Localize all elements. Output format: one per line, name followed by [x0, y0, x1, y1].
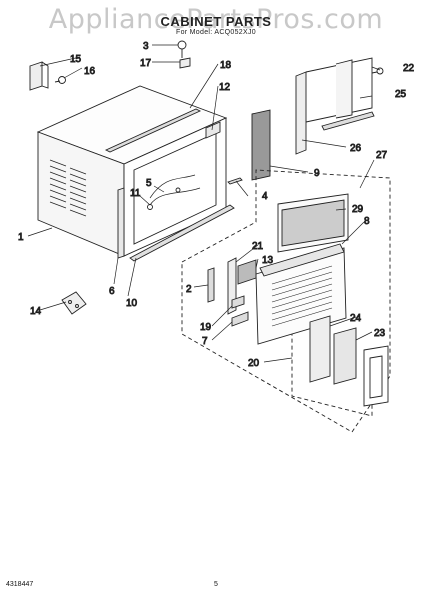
callout-27: 27 — [376, 150, 388, 161]
callout-15: 15 — [70, 54, 82, 65]
callout-7: 7 — [202, 336, 208, 347]
callout-2: 2 — [186, 284, 192, 295]
screw-part — [54, 76, 66, 84]
callout-20: 20 — [248, 358, 260, 369]
callout-6: 6 — [109, 286, 115, 297]
top-screw-part — [177, 40, 187, 58]
callout-5: 5 — [146, 178, 152, 189]
callout-24: 24 — [350, 313, 362, 324]
callout-19: 19 — [200, 322, 212, 333]
cabinet-shell-part — [36, 85, 228, 257]
strip-part — [227, 177, 243, 185]
callout-22: 22 — [403, 63, 415, 74]
part-number: 4318447 — [6, 581, 34, 588]
callout-1: 1 — [18, 232, 24, 243]
leader-lines — [27, 44, 381, 363]
callout-21: 21 — [252, 241, 264, 252]
callout-3: 3 — [143, 41, 149, 52]
watermark: AppliancePartsPros.com — [48, 4, 384, 35]
callout-18: 18 — [220, 60, 232, 71]
callout-4: 4 — [262, 191, 268, 202]
side-rail-part — [117, 187, 125, 259]
part-19-knob — [231, 295, 245, 309]
bottom-rail-part — [129, 204, 235, 262]
bracket-part — [29, 61, 49, 91]
clip-part — [179, 57, 191, 69]
part-2-strip — [207, 267, 215, 303]
part-13-label — [237, 259, 257, 285]
callout-14: 14 — [30, 306, 42, 317]
callout-13: 13 — [262, 255, 274, 266]
side-curtain-panel — [295, 57, 375, 155]
callout-26: 26 — [350, 143, 362, 154]
foam-filter-part — [251, 109, 271, 181]
callout-labels: 15 16 3 17 18 12 5 11 4 1 6 10 14 22 25 … — [18, 41, 415, 370]
air-filter-part — [277, 193, 349, 253]
control-assembly-part — [309, 315, 389, 407]
callout-25: 25 — [395, 89, 407, 100]
part-7-knob — [231, 311, 249, 327]
callout-12: 12 — [219, 82, 231, 93]
model-subtitle: For Model: ACQ052XJ0 — [176, 29, 256, 36]
page-number: 5 — [214, 581, 218, 588]
callout-16: 16 — [84, 66, 96, 77]
mounting-bracket-part — [61, 291, 87, 315]
diagram-title: CABINET PARTS — [160, 14, 272, 29]
callout-17: 17 — [140, 58, 152, 69]
callout-29: 29 — [352, 204, 364, 215]
front-assembly-group-outline — [181, 169, 391, 433]
callout-11: 11 — [130, 188, 141, 199]
top-rail-part — [205, 121, 221, 139]
callout-9: 9 — [314, 168, 320, 179]
callout-23: 23 — [374, 328, 386, 339]
callout-8: 8 — [364, 216, 370, 227]
callout-10: 10 — [126, 298, 138, 309]
